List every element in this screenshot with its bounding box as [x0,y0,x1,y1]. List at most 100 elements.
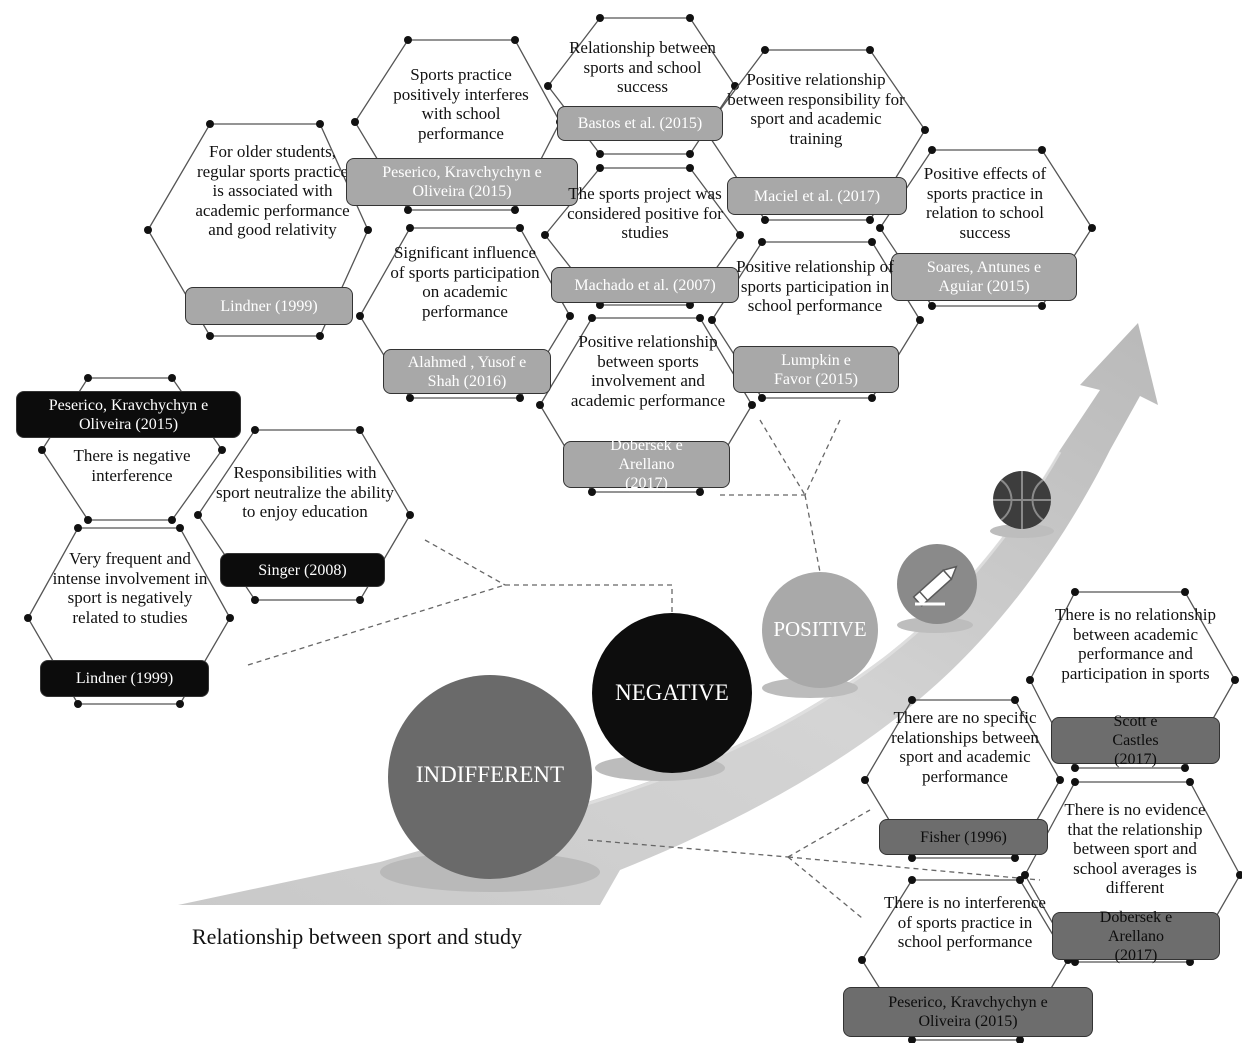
hex-negative-2 [194,426,414,604]
hex-positive-6-vertex-dot [406,224,414,232]
hex-positive-8-vertex-dot [868,238,876,246]
indifferent-cell-4-text: There is no interference of sports pract… [884,893,1046,951]
hex-negative-3-vertex-dot [24,614,32,622]
indifferent-cell-2-text: There are no specific relationships betw… [891,708,1039,786]
hex-positive-9-vertex-dot [588,314,596,322]
hex-positive-1-vertex-dot [206,120,214,128]
hex-indifferent-1-vertex-dot [1181,588,1189,596]
hex-positive-1-vertex-dot [206,332,214,340]
hex-positive-7-vertex-dot [736,231,744,239]
hex-indifferent-2-vertex-dot [861,776,869,784]
hex-positive-9-vertex-dot [696,488,704,496]
hex-positive-6-vertex-dot [566,312,574,320]
hex-positive-8-vertex-dot [916,316,924,324]
indifferent-cell-3-text: There is no evidence that the relationsh… [1064,800,1206,897]
hex-positive-3 [544,14,739,158]
hex-indifferent-3-vertex-dot [1186,958,1194,966]
hex-positive-1-vertex-dot [364,226,372,234]
negative-cell-1-text: There is negative interference [73,446,191,485]
hex-indifferent-2-vertex-dot [908,696,916,704]
hex-positive-4-vertex-dot [866,216,874,224]
positive-cell-4-source: Maciel et al. (2017) [727,177,907,215]
hex-positive-4-vertex-dot [921,126,929,134]
hex-positive-2-vertex-dot [511,36,519,44]
positive-cell-5-text: Positive effects of sports practice in r… [923,164,1047,242]
hex-indifferent-1 [1026,588,1239,772]
hex-indifferent-4-vertex-dot [1016,1036,1024,1043]
hex-positive-9-vertex-dot [536,401,544,409]
hex-positive-9-vertex-dot [588,488,596,496]
hex-indifferent-3-vertex-dot [1071,958,1079,966]
hex-positive-2-vertex-dot [404,206,412,214]
hex-positive-5-vertex-dot [876,224,884,232]
hex-indifferent-3-vertex-dot [1236,871,1242,879]
hex-negative-2-vertex-dot [251,596,259,604]
hex-indifferent-2-vertex-dot [1011,696,1019,704]
hex-negative-1-vertex-dot [84,516,92,524]
indifferent-label: INDIFFERENT [415,762,565,787]
hex-positive-1-vertex-dot [316,332,324,340]
positive-cell-7-source: Machado et al. (2007) [551,267,739,303]
hex-negative-1-vertex-dot [168,374,176,382]
hex-positive-6-vertex-dot [356,312,364,320]
hex-indifferent-4-vertex-dot [1016,876,1024,884]
basketball-icon [993,471,1051,529]
hex-indifferent-1-vertex-dot [1231,676,1239,684]
hex-positive-3-vertex-dot [686,14,694,22]
positive-cell-1-source: Lindner (1999) [185,287,353,325]
hex-positive-1 [144,120,372,340]
hex-positive-6 [356,224,574,402]
hex-positive-2-vertex-dot [404,36,412,44]
hex-positive-5-vertex-dot [1038,146,1046,154]
hex-positive-8-vertex-dot [708,316,716,324]
hex-positive-7-vertex-dot [596,301,604,309]
positive-cell-6-text: Significant influence of sports particip… [390,243,540,321]
hex-negative-1-vertex-dot [84,374,92,382]
hex-negative-2-vertex-dot [406,511,414,519]
hex-indifferent-2 [861,696,1064,862]
hex-indifferent-2-vertex-dot [1056,776,1064,784]
hex-indifferent-1-vertex-dot [1181,764,1189,772]
hex-negative-3-vertex-dot [176,524,184,532]
negative-ball [592,613,752,773]
hex-negative-3-vertex-dot [74,524,82,532]
hex-positive-9-vertex-dot [696,314,704,322]
indifferent-cell-3-source: Dobersek e Arellano (2017) [1052,909,1220,964]
hex-positive-5 [876,146,1096,310]
negative-cell-1-source: Peserico, Kravchychyn e Oliveira (2015) [16,391,241,438]
hex-negative-3-vertex-dot [226,614,234,622]
positive-cell-6-source: Alahmed , Yusof e Shah (2016) [383,349,551,394]
negative-cell-2-source: Singer (2008) [220,553,385,587]
positive-cell-2-source: Peserico, Kravchychyn e Oliveira (2015) [346,158,578,206]
hex-positive-1-vertex-dot [316,120,324,128]
positive-ball [762,572,878,688]
hex-positive-8-vertex-dot [758,238,766,246]
negative-cell-3-text: Very frequent and intense involvement in… [52,549,208,627]
hex-positive-6-vertex-dot [406,394,414,402]
hex-positive-3-vertex-dot [686,150,694,158]
hex-indifferent-1-vertex-dot [1026,676,1034,684]
hex-indifferent-3-vertex-dot [1186,778,1194,786]
hex-negative-3-vertex-dot [176,700,184,708]
hex-negative-1-vertex-dot [218,446,226,454]
hex-positive-5-vertex-dot [1038,302,1046,310]
hex-indifferent-3-vertex-dot [1021,871,1029,879]
positive-cell-5-source: Soares, Antunes e Aguiar (2015) [891,253,1077,301]
indifferent-cell-4-source: Peserico, Kravchychyn e Oliveira (2015) [843,987,1093,1037]
hex-positive-4-vertex-dot [761,46,769,54]
pencil-icon [897,544,977,624]
hex-positive-8 [708,238,924,402]
hex-positive-9 [536,314,756,496]
hex-negative-3-vertex-dot [74,700,82,708]
hex-positive-7-vertex-dot [541,231,549,239]
negative-cell-2-text: Responsibilities with sport neutralize t… [216,463,394,521]
hex-positive-9-vertex-dot [748,401,756,409]
positive-cell-9-source: Dobersek e Arellano (2017) [563,437,730,492]
hex-indifferent-3-vertex-dot [1071,778,1079,786]
positive-cell-3-source: Bastos et al. (2015) [557,106,723,141]
hex-positive-4-vertex-dot [866,46,874,54]
hex-indifferent-2-vertex-dot [1011,854,1019,862]
indifferent-ball [388,675,592,879]
